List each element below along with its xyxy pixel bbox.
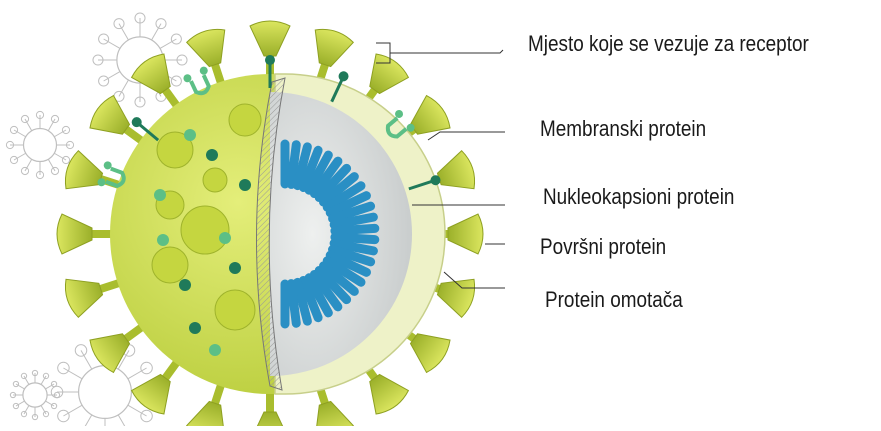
background-virus-spike [118, 415, 129, 426]
membrane-protein-knob [198, 65, 209, 76]
spike-head [433, 270, 479, 319]
membrane-protein-head [265, 55, 275, 65]
spike-head [61, 270, 107, 319]
spike-head [86, 93, 138, 146]
envelope-protein-dot [229, 262, 241, 274]
spike-head [250, 412, 290, 426]
envelope-protein-dot [157, 234, 169, 246]
background-virus-body [24, 129, 57, 162]
envelope-protein-dot [219, 232, 231, 244]
nucleocapsid-coil [291, 284, 296, 324]
label-membrane-protein: Membranski protein [540, 118, 706, 140]
leader-membrane [428, 132, 505, 140]
background-virus-body [79, 366, 132, 419]
spike-head [358, 50, 411, 102]
envelope-protein-dot [189, 322, 201, 334]
spike-head [185, 25, 234, 71]
envelope-protein-dot [239, 179, 251, 191]
surface-bump [229, 104, 261, 136]
label-receptor-binding-site: Mjesto koje se vezuje za receptor [528, 33, 809, 55]
surface-bump [215, 290, 255, 330]
surface-bump [152, 247, 188, 283]
spike-head [57, 214, 92, 254]
spike-head [433, 149, 479, 198]
surface-bump [203, 168, 227, 192]
leader-receptor [376, 43, 503, 63]
label-envelope-protein: Protein omotača [545, 289, 683, 311]
nucleocapsid-coil [335, 228, 375, 231]
spike-head [86, 322, 138, 375]
envelope-protein-dot [179, 279, 191, 291]
spike-head [448, 214, 483, 254]
background-virus [10, 370, 59, 419]
background-virus [6, 111, 73, 178]
background-virus-spike [81, 415, 92, 426]
spike-head [306, 25, 355, 71]
background-virus-spike-tip [10, 126, 17, 133]
background-virus-body [23, 383, 47, 407]
membrane-protein-u [191, 75, 210, 95]
envelope-protein-dot [154, 189, 166, 201]
spike-protein [250, 390, 290, 426]
label-surface-protein: Površni protein [540, 236, 666, 258]
background-virus-spike-tip [171, 76, 181, 86]
spike-head [306, 397, 355, 426]
envelope-protein-dot [206, 149, 218, 161]
spike-head [250, 21, 290, 56]
background-virus-spike-tip [10, 156, 17, 163]
nucleocapsid-coil [335, 237, 375, 240]
envelope-protein-dot [184, 129, 196, 141]
spike-head [358, 366, 411, 418]
envelope-protein-dot [209, 344, 221, 356]
membrane-protein-head [337, 70, 350, 83]
background-virus [93, 13, 187, 107]
surface-bump [181, 206, 229, 254]
spike-head [129, 50, 182, 102]
spike-protein [57, 214, 114, 254]
label-nucleocapsid-protein: Nukleokapsioni protein [543, 186, 734, 208]
background-virus-spike-tip [171, 34, 181, 44]
spike-head [185, 397, 234, 426]
